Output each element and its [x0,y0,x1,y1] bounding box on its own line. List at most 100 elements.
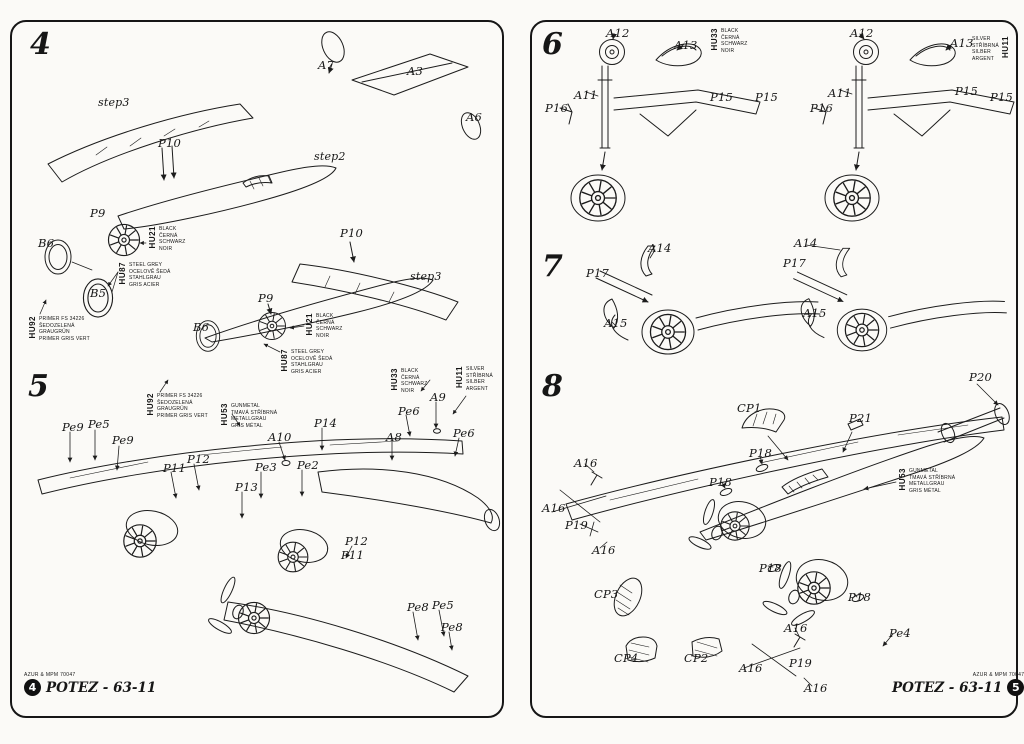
page-5-panel [530,20,1018,718]
part-label: A16 [542,501,566,515]
page-number-badge: 4 [24,679,41,696]
part-label: P14 [314,416,337,430]
part-label: A11 [828,86,852,100]
part-label: P19 [789,656,812,670]
part-label: A10 [268,430,292,444]
part-label: A8 [386,430,403,444]
part-label: P16 [545,101,568,115]
step8-art [551,383,1010,687]
part-label: A15 [803,306,827,320]
part-label: P16 [810,101,833,115]
part-label: A16 [804,681,828,695]
publisher-code: AZUR & MPM 70047 [24,672,76,678]
part-label: A16 [739,661,763,675]
part-label: Pe8 [407,600,429,614]
part-label: B6 [193,320,210,334]
step4-art [39,31,482,353]
step-annotation: step3 [98,96,130,109]
part-label: P18 [848,590,871,604]
paint-code: HU92 [28,316,37,339]
part-label: A12 [606,26,630,40]
part-label: P15 [755,90,778,104]
part-label: Pe4 [889,626,911,640]
part-label: P15 [955,84,978,98]
part-label: Pe5 [88,417,110,431]
paint-code: HU33 [710,28,719,51]
part-label: Pe5 [432,598,454,612]
part-label: P18 [759,561,782,575]
step-number: 6 [542,27,563,62]
kit-title: POTEZ - 63-11 [892,679,1003,696]
part-label: P15 [710,90,733,104]
part-label: P12 [345,534,368,548]
part-label: A9 [430,390,447,404]
paint-code: HU11 [455,366,464,389]
step5-art [37,379,501,693]
part-label: P18 [709,475,732,489]
part-label: A3 [407,64,424,78]
part-label: P10 [340,226,363,240]
part-label: A6 [466,110,483,124]
paint-code: HU87 [118,262,127,285]
part-label: P17 [586,266,609,280]
part-label: P15 [990,90,1013,104]
part-label: B5 [90,286,107,300]
part-label: P9 [258,291,274,305]
part-label: Pe6 [398,404,420,418]
part-label: A14 [648,241,672,255]
part-label: A16 [592,543,616,557]
kit-title: POTEZ - 63-11 [46,679,157,696]
paint-code: HU53 [220,403,229,426]
part-label: P19 [565,518,588,532]
part-label: Pe9 [62,420,84,434]
part-label: P20 [969,370,992,384]
step-number: 4 [30,27,51,62]
part-label: A16 [574,456,598,470]
part-label: Pe2 [297,458,319,472]
page-number-badge: 5 [1007,679,1024,696]
part-label: Pe3 [255,460,277,474]
publisher-code: AZUR & MPM 70047 [972,672,1024,678]
part-label: P18 [749,446,772,460]
part-label: CP2 [684,651,709,665]
step-number: 8 [542,369,563,404]
part-label: A7 [318,58,335,72]
part-label: P13 [235,480,258,494]
part-label: A15 [604,316,628,330]
step-annotation: step3 [410,270,442,283]
part-label: A12 [850,26,874,40]
paint-code: HU92 [146,393,155,416]
part-label: A11 [574,88,598,102]
paint-code: HU87 [280,349,289,372]
paint-code: HU53 [898,468,907,491]
step-number: 5 [28,369,49,404]
part-label: A16 [784,621,808,635]
part-label: P21 [849,411,872,425]
part-label: P10 [158,136,181,150]
step-annotation: step2 [314,150,346,163]
step-number: 7 [542,249,563,284]
part-label: Pe8 [441,620,463,634]
step7-art [596,244,1006,354]
part-label: P11 [163,461,186,475]
part-label: P17 [783,256,806,270]
part-label: Pe9 [112,433,134,447]
